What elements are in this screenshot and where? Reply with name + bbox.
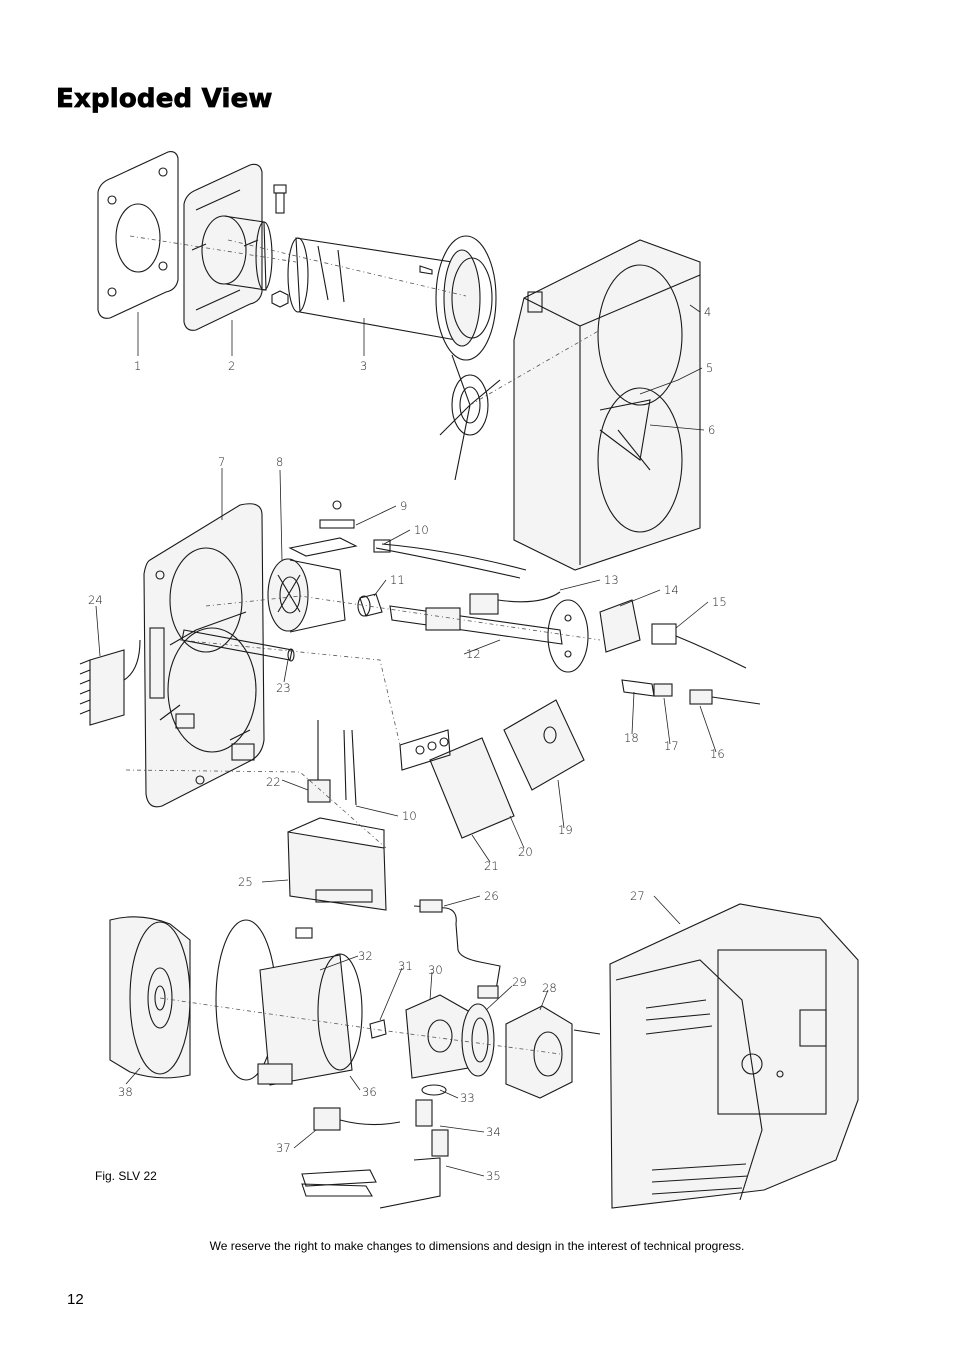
callout-38: 38 xyxy=(118,1085,133,1099)
part-fan-wheel xyxy=(109,916,191,1079)
callout-19: 19 xyxy=(558,823,573,837)
callout-33: 33 xyxy=(460,1091,475,1105)
callout-25: 25 xyxy=(238,875,253,889)
callout-11: 11 xyxy=(390,573,405,587)
part-cable-plug xyxy=(307,720,357,806)
callout-13: 13 xyxy=(604,573,619,587)
callout-31: 31 xyxy=(398,959,413,973)
callout-34: 34 xyxy=(486,1125,501,1139)
page-number: 12 xyxy=(67,1291,84,1308)
callout-numbers: 1 2 3 4 5 6 7 8 9 10 10 11 12 13 14 15 1… xyxy=(88,305,727,1183)
callout-12: 12 xyxy=(466,647,481,661)
callout-10b: 10 xyxy=(402,809,417,823)
callout-16: 16 xyxy=(710,747,725,761)
callout-7: 7 xyxy=(218,455,225,469)
callout-8: 8 xyxy=(276,455,283,469)
part-clamp xyxy=(288,500,358,557)
callout-5: 5 xyxy=(706,361,713,375)
part-hose-fittings xyxy=(301,1084,449,1209)
callout-24: 24 xyxy=(88,593,103,607)
part-motor-plug xyxy=(313,1107,401,1131)
callout-37: 37 xyxy=(276,1141,291,1155)
part-ignition-transformer xyxy=(287,817,387,911)
part-mounting-flange xyxy=(183,163,289,331)
part-back-plate xyxy=(143,503,265,808)
callout-22: 22 xyxy=(266,775,281,789)
callout-30: 30 xyxy=(428,963,443,977)
part-ignition-cables xyxy=(373,539,527,579)
part-flame-sensor xyxy=(621,679,761,705)
callout-10a: 10 xyxy=(414,523,429,537)
part-motor xyxy=(215,919,363,1086)
part-cover-plate xyxy=(503,699,585,791)
callout-1: 1 xyxy=(134,359,141,373)
assembly-axis-lines xyxy=(125,235,601,1055)
part-burner-hood xyxy=(609,903,859,1209)
figure-caption: Fig. SLV 22 xyxy=(95,1169,157,1183)
part-stabilizer-disc xyxy=(439,354,501,481)
part-plug-connector xyxy=(469,591,561,615)
callout-23: 23 xyxy=(276,681,291,695)
part-flange-gasket xyxy=(97,151,179,319)
part-terminal-block xyxy=(79,639,141,726)
part-oil-tube xyxy=(389,599,589,673)
callout-18: 18 xyxy=(624,731,639,745)
callout-9: 9 xyxy=(400,499,407,513)
callout-2: 2 xyxy=(228,359,235,373)
callout-17: 17 xyxy=(664,739,679,753)
callout-15: 15 xyxy=(712,595,727,609)
callout-20: 20 xyxy=(518,845,533,859)
page-title: Exploded View xyxy=(56,84,273,115)
part-coupling-ring xyxy=(461,1003,495,1077)
part-control-box xyxy=(399,729,515,839)
part-burner-housing xyxy=(513,239,701,571)
callout-28: 28 xyxy=(542,981,557,995)
callout-14: 14 xyxy=(664,583,679,597)
callout-32: 32 xyxy=(358,949,373,963)
callout-27: 27 xyxy=(630,889,645,903)
callout-26: 26 xyxy=(484,889,499,903)
part-pump-cover xyxy=(505,1005,601,1099)
part-ignition-rod xyxy=(181,629,295,662)
callout-6: 6 xyxy=(708,423,715,437)
part-combustion-tube xyxy=(287,235,497,361)
callout-21: 21 xyxy=(484,859,499,873)
callout-leaders xyxy=(95,304,717,1177)
callout-29: 29 xyxy=(512,975,527,989)
callout-3: 3 xyxy=(360,359,367,373)
callout-4: 4 xyxy=(704,305,711,319)
part-oil-line xyxy=(413,899,501,999)
callout-35: 35 xyxy=(486,1169,501,1183)
part-mixing-head xyxy=(267,558,346,633)
footer-note: We reserve the right to make changes to … xyxy=(209,1239,745,1253)
callout-36: 36 xyxy=(362,1085,377,1099)
part-photocell-holder xyxy=(599,599,747,669)
